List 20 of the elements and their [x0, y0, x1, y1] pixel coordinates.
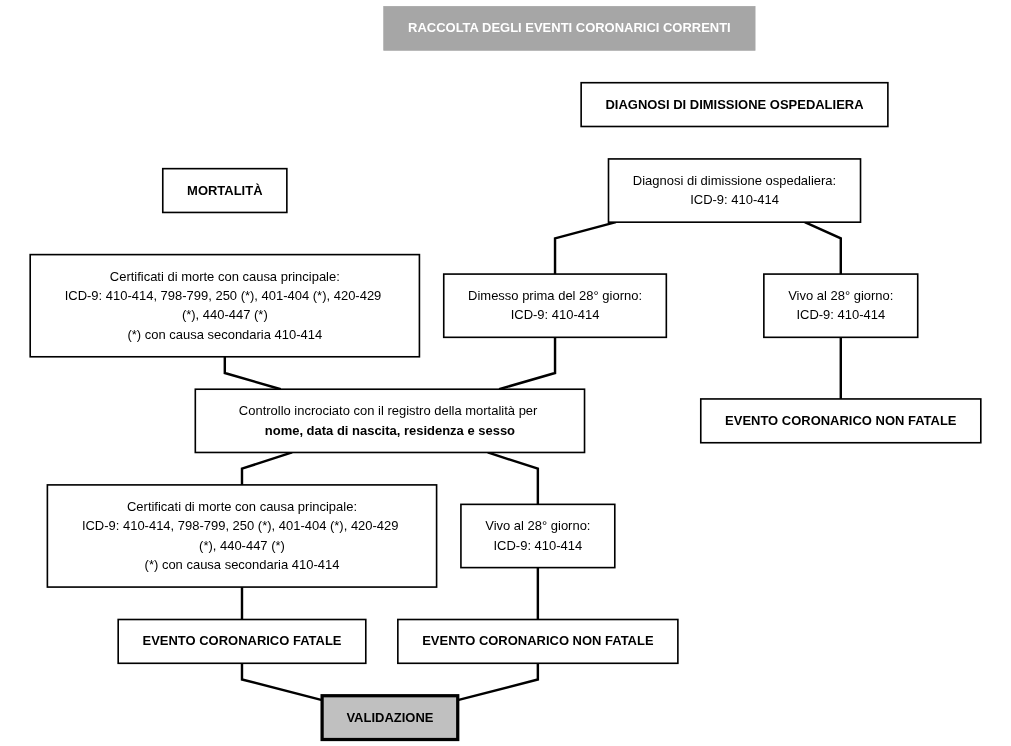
- connector: [839, 337, 842, 399]
- node-box: Certificati di morte con causa principale: ICD-9: 410-414, 798-799, 250 (*), 401-404 (*), 420-429 (*), 440-447 (*) (*) con causa secondaria 410-414: [46, 484, 438, 588]
- node-box: Controllo incrociato con il registro della mortalità per nome, data di nascita, residenza e sesso: [194, 388, 586, 454]
- node-box: Dimesso prima del 28° giorno: ICD-9: 410-414: [442, 273, 668, 339]
- connector: [240, 451, 293, 485]
- node-box: Vivo al 28° giorno: ICD-9: 410-414: [763, 273, 919, 339]
- node-box: DIAGNOSI DI DIMISSIONE OSPEDALIERA: [580, 81, 889, 128]
- connector: [240, 587, 244, 620]
- node-box: Diagnosi di dimissione ospedaliera: ICD-9: 410-414: [607, 158, 862, 223]
- connector: [498, 337, 557, 391]
- node-box: EVENTO CORONARICO FATALE: [117, 618, 367, 665]
- node-box: VALIDAZIONE: [320, 694, 460, 742]
- node-box: RACCOLTA DEGLI EVENTI CORONARICI CORRENTI: [383, 6, 756, 51]
- node-box: EVENTO CORONARICO NON FATALE: [397, 618, 679, 665]
- node-box: Certificati di morte con causa principale: ICD-9: 410-414, 798-799, 250 (*), 401-404 (*), 420-429 (*), 440-447 (*) (*) con causa secondaria 410-414: [29, 253, 421, 358]
- node-box: MORTALITÀ: [161, 167, 288, 214]
- connector: [223, 356, 282, 391]
- node-box: EVENTO CORONARICO NON FATALE: [699, 398, 982, 444]
- connector: [536, 567, 540, 620]
- node-box: Vivo al 28° giorno: ICD-9: 410-414: [460, 503, 616, 569]
